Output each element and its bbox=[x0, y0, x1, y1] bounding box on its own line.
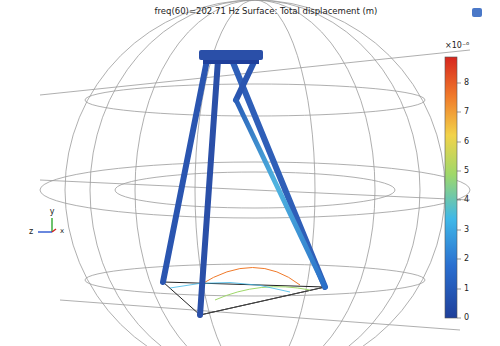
plot-title: freq(60)=202.71 Hz Surface: Total displa… bbox=[155, 7, 378, 16]
colorbar-tick: 1 bbox=[464, 285, 469, 293]
colorbar-exponent: ×10⁻⁶ bbox=[445, 42, 469, 50]
colorbar-tick: 0 bbox=[464, 314, 469, 322]
colorbar-tick: 4 bbox=[464, 196, 469, 204]
colorbar-tick: 8 bbox=[464, 79, 469, 87]
colorbar-tick: 7 bbox=[464, 108, 469, 116]
colorbar-tick: 3 bbox=[464, 226, 469, 234]
axis-label: x bbox=[60, 228, 64, 235]
axis-label: z bbox=[29, 228, 33, 236]
colorbar-tick: 6 bbox=[464, 138, 469, 146]
colorbar-tick: 2 bbox=[464, 255, 469, 263]
axis-label: y bbox=[50, 208, 55, 216]
colorbar-tick: 5 bbox=[464, 167, 469, 175]
